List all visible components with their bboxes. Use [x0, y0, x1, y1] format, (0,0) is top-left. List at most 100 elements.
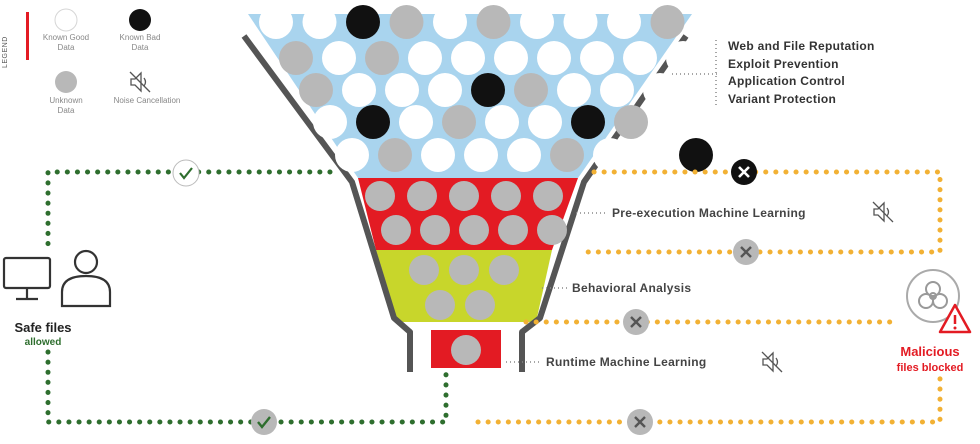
warning-icon: [938, 303, 972, 334]
legend-accent-bar: [26, 12, 29, 60]
known-good-ball: [433, 5, 467, 39]
safe-check-bottom: [251, 409, 277, 435]
safe-path-bottom: [45, 349, 449, 425]
stage-runtime-label: Runtime Machine Learning: [546, 355, 707, 369]
unknown-ball: [381, 215, 411, 245]
blocked-x-behavioral: [623, 309, 649, 335]
unknown-ball: [491, 181, 521, 211]
stage-behavioral-label: Behavioral Analysis: [572, 281, 692, 295]
known-good-ball: [607, 5, 641, 39]
malicious-files-label: Malicious files blocked: [880, 344, 980, 374]
safe-files-label: Safe files allowed: [12, 320, 74, 348]
x-icon: [630, 316, 642, 328]
unknown-ball: [451, 335, 481, 365]
unknown-ball: [476, 5, 511, 39]
legend-bad-ball: [129, 9, 151, 31]
known-good-ball: [408, 41, 442, 75]
known-bad-ball: [571, 105, 605, 139]
known-bad-ball: [356, 105, 390, 139]
known-good-ball: [643, 73, 677, 107]
unknown-ball: [378, 138, 412, 172]
blocked-path-runtime: [475, 369, 943, 425]
known-bad-ball: [471, 73, 505, 107]
safe-files-title: Safe files: [14, 320, 72, 335]
known-good-ball: [520, 5, 554, 39]
tech-variant-protection: Variant Protection: [728, 91, 837, 106]
unknown-ball: [425, 290, 455, 320]
unknown-ball: [533, 181, 563, 211]
known-good-ball: [342, 73, 376, 107]
known-good-ball: [528, 105, 562, 139]
unknown-ball: [449, 255, 479, 285]
noise-cancellation-icon: [872, 201, 894, 223]
known-good-ball: [657, 105, 691, 139]
known-bad-ball: [346, 5, 380, 39]
known-good-ball: [600, 73, 634, 107]
legend-bad-label: Known Bad Data: [119, 33, 161, 52]
known-good-ball: [507, 138, 541, 172]
known-good-ball: [593, 138, 627, 172]
tech-exploit-prevention: Exploit Prevention: [728, 56, 839, 71]
known-good-ball: [322, 41, 356, 75]
tech-application-control: Application Control: [728, 74, 846, 88]
unknown-ball: [365, 181, 395, 211]
unknown-ball: [279, 41, 313, 75]
unknown-ball: [650, 5, 685, 39]
path-markers: [172, 159, 759, 435]
unknown-ball: [465, 290, 495, 320]
unknown-ball: [365, 41, 399, 75]
safe-files-sub: allowed: [24, 337, 62, 348]
known-good-ball: [636, 138, 670, 172]
safe-path-top: [45, 169, 333, 247]
legend-title: LEGEND: [2, 36, 9, 68]
known-good-ball: [302, 5, 337, 39]
unknown-ball: [420, 215, 450, 245]
malicious-files-sub: files blocked: [896, 362, 964, 374]
x-icon: [634, 416, 646, 428]
unknown-ball: [449, 181, 479, 211]
known-good-ball: [485, 105, 519, 139]
known-good-ball: [385, 73, 419, 107]
known-good-ball: [464, 138, 498, 172]
known-good-ball: [563, 5, 598, 39]
blocked-x-pre-execution: [733, 239, 759, 265]
leader-lines: [506, 40, 720, 363]
unknown-ball: [514, 73, 548, 107]
check-icon: [179, 167, 193, 180]
x-icon: [738, 166, 750, 178]
legend-unknown-label: Unknown Data: [49, 96, 83, 115]
legend: [54, 8, 151, 93]
blocked-path-pre-execution: [581, 169, 943, 255]
unknown-ball: [442, 105, 476, 139]
unknown-ball: [489, 255, 519, 285]
unknown-ball: [537, 215, 567, 245]
known-good-ball: [259, 5, 293, 39]
tech-web-file-reputation: Web and File Reputation: [728, 39, 875, 53]
known-good-ball: [313, 105, 347, 139]
unknown-ball: [614, 105, 648, 139]
legend-noise-label: Noise Cancellation: [113, 96, 181, 105]
funnel-balls: [259, 5, 713, 365]
funnel-left-wall: [241, 34, 413, 372]
legend-good-label: Known Good Data: [42, 33, 90, 52]
legend-unknown-ball: [55, 71, 77, 93]
unknown-ball: [550, 138, 584, 172]
check-icon: [257, 416, 271, 429]
noise-cancellation-icon: [761, 351, 783, 373]
stage-pre-execution-label: Pre-execution Machine Learning: [612, 206, 806, 220]
unknown-ball: [459, 215, 489, 245]
unknown-ball: [409, 255, 439, 285]
known-good-ball: [580, 41, 614, 75]
known-good-ball: [494, 41, 528, 75]
blocked-x-runtime: [627, 409, 653, 435]
known-good-ball: [623, 41, 657, 75]
known-good-ball: [537, 41, 571, 75]
unknown-ball: [498, 215, 528, 245]
computer-user-icon: [2, 249, 112, 308]
known-good-ball: [451, 41, 485, 75]
known-good-ball: [557, 73, 591, 107]
legend-good-ball: [54, 8, 78, 32]
unknown-ball: [407, 181, 437, 211]
biohazard-icon: [906, 269, 960, 323]
funnel-right-wall: [519, 34, 689, 372]
